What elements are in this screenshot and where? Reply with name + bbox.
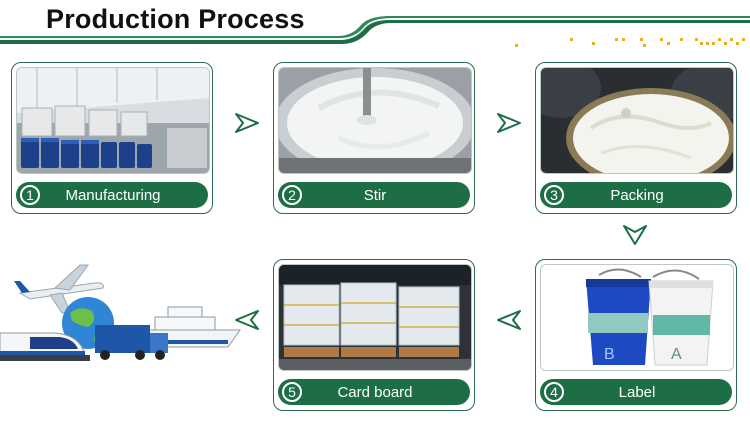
step-label: Packing xyxy=(610,186,664,204)
label-photo: B A xyxy=(540,264,734,371)
step-number: 4 xyxy=(544,382,564,402)
airplane-icon xyxy=(14,264,104,314)
step-number: 5 xyxy=(282,382,302,402)
step-number: 2 xyxy=(282,185,302,205)
packing-photo xyxy=(540,67,734,174)
bucket-letter-b: B xyxy=(604,346,615,363)
arrow-right-icon xyxy=(235,113,259,133)
step-card-card-board: 5 Card board xyxy=(273,259,475,411)
step-card-manufacturing: 1 Manufacturing xyxy=(11,62,213,214)
stir-photo xyxy=(278,67,472,174)
card-board-photo xyxy=(278,264,472,371)
bucket-letter-a: A xyxy=(671,346,682,363)
step-label-bar: 3 Packing xyxy=(540,182,732,208)
step-label: Manufacturing xyxy=(65,186,161,204)
step-number: 3 xyxy=(544,185,564,205)
arrow-left-icon xyxy=(235,310,259,330)
step-number: 1 xyxy=(20,185,40,205)
transport-illustration xyxy=(0,264,241,361)
step-card-stir: 2 Stir xyxy=(273,62,475,214)
header-decoration xyxy=(0,16,750,47)
arrow-left-icon xyxy=(497,310,521,330)
page-title: Production Process xyxy=(46,4,305,34)
step-label: Label xyxy=(618,383,656,401)
arrow-down-icon xyxy=(623,225,647,245)
step-card-packing: 3 Packing xyxy=(535,62,737,214)
step-label-bar: 5 Card board xyxy=(278,379,470,405)
step-label-bar: 1 Manufacturing xyxy=(16,182,208,208)
step-label-bar: 2 Stir xyxy=(278,182,470,208)
step-label: Card board xyxy=(337,383,413,401)
step-label-bar: 4 Label xyxy=(540,379,732,405)
arrow-right-icon xyxy=(497,113,521,133)
step-label: Stir xyxy=(363,186,387,204)
truck-icon xyxy=(95,325,168,360)
step-card-label: B A 4 Label xyxy=(535,259,737,411)
train-icon xyxy=(0,332,90,361)
factory-photo xyxy=(16,67,210,174)
